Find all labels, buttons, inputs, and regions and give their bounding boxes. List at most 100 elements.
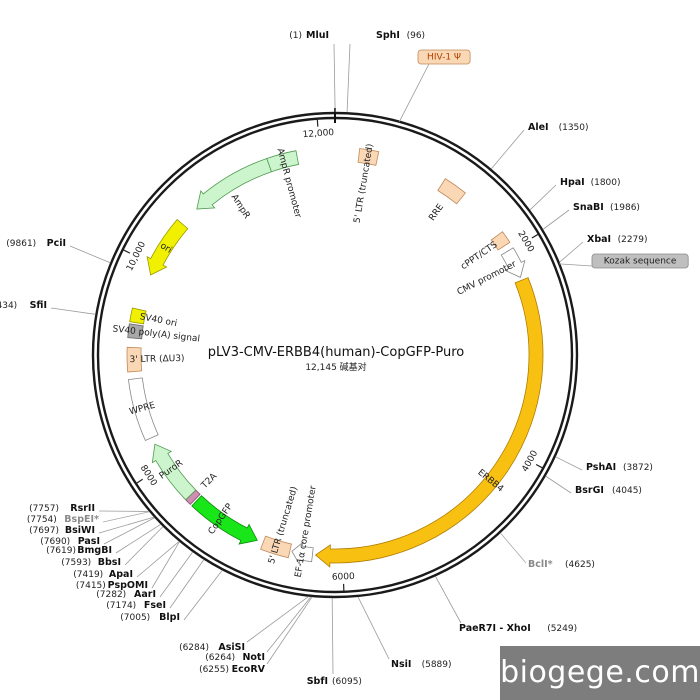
site-leader [115, 523, 161, 554]
site-position: (5249) [547, 624, 577, 634]
site-position: (7005) [120, 613, 150, 623]
feature-shape [357, 148, 380, 166]
site-position: (2279) [618, 235, 648, 245]
site-blpi: BlpI(7005) [120, 570, 223, 623]
feature-copgfp: CopGFP [191, 495, 258, 545]
site-leader [529, 184, 557, 211]
site-asisi: AsiSI(6284) [179, 596, 309, 653]
site-name: BclI* [528, 559, 553, 570]
site-aari: AarI(7282) [96, 551, 194, 600]
site-name: BspEI* [64, 514, 99, 525]
tick-mark [535, 463, 544, 469]
site-leader [183, 570, 223, 621]
site-name: BmgBI [77, 545, 112, 556]
site-name: PspOMI [108, 580, 148, 591]
plasmid-name: pLV3-CMV-ERBB4(human)-CopGFP-Puro [208, 345, 465, 360]
site-leader [555, 456, 583, 471]
site-rsrii: RsrII(7757) [29, 503, 150, 514]
site-position: (7419) [73, 570, 103, 580]
site-position: (9434) [0, 301, 17, 311]
feature-ltr3: 3' LTR (ΔU3) [126, 346, 185, 373]
feature-label: RRE [427, 202, 446, 223]
site-paer7i-xhoi: PaeR7I - XhoI (5249) [435, 576, 577, 634]
feature-wpre: WPRE [128, 377, 159, 442]
site-position: (1) [289, 31, 302, 41]
callout-box [417, 49, 471, 65]
site-name: PciI [47, 238, 66, 249]
feature-shape [314, 277, 544, 568]
feature-label: SV40 ori [139, 312, 178, 329]
site-leader [136, 541, 180, 578]
feature-shape [490, 231, 511, 251]
site-sphi: SphI(96) [346, 30, 425, 113]
site-position: (4625) [565, 560, 595, 570]
site-leader [246, 596, 309, 643]
site-position: (6095) [332, 677, 362, 687]
callout-box [591, 253, 689, 269]
site-pshai: PshAI(3872) [555, 456, 653, 473]
feature-ltr5: 5' LTR (truncated) [353, 143, 380, 224]
feature-shape [146, 218, 189, 276]
feature-callouts: HIV-1 Ψ Kozak sequence [398, 49, 689, 269]
feature-label: T2A [199, 471, 220, 492]
site-leader [159, 551, 194, 598]
site-name: PaeR7I - XhoI [459, 623, 531, 634]
site-leader [102, 511, 150, 523]
feature-label: 3' LTR (ΔU3) [129, 354, 184, 365]
feature-label: AmpR [229, 193, 252, 221]
callout-leader [559, 263, 593, 267]
site-position: (4045) [612, 486, 642, 496]
feature-shape [291, 541, 314, 566]
site-name: BbsI [98, 557, 121, 568]
site-position: (7754) [27, 515, 57, 525]
site-position: (6264) [205, 653, 235, 663]
feature-rre: RRE [427, 178, 466, 223]
site-leader [357, 596, 390, 660]
site-leader [542, 209, 570, 230]
site-leader [50, 307, 96, 315]
site-pspomi: PspOMI(7415) [76, 541, 180, 591]
site-name: AarI [134, 589, 156, 600]
site-name: BsiWI [65, 525, 95, 536]
site-position: (6255) [199, 665, 229, 675]
site-leader [98, 516, 155, 534]
site-name: PasI [78, 536, 100, 547]
site-sfii: SfiI(9434) [0, 300, 96, 315]
site-name: MluI [306, 30, 329, 41]
site-name: PshAI [586, 462, 616, 473]
site-position: (1986) [610, 203, 640, 213]
site-leader [435, 576, 462, 624]
feature-ampr: AmpR [196, 157, 272, 221]
feature-amppromo: AmpR promoter [266, 147, 303, 219]
callout-leader [398, 61, 431, 122]
site-position: (96) [407, 31, 425, 41]
site-ecorv: EcoRV(6255) [199, 596, 313, 675]
site-bmgbi: BmgBI(7619) [46, 523, 161, 556]
feature-sv40pa: SV40 poly(A) signal [112, 323, 200, 345]
site-leader [346, 43, 351, 113]
plasmid-size: 12,145 碱基对 [305, 361, 366, 373]
feature-puror: PuroR [151, 443, 197, 501]
site-name: ApaI [109, 569, 133, 580]
feature-cmv: CMV promoter [456, 247, 526, 298]
site-name: NsiI [391, 659, 411, 670]
tick-label: 4000 [521, 449, 541, 474]
site-leader [500, 532, 527, 564]
tick-label: 6000 [332, 572, 356, 583]
site-position: (7619) [46, 546, 76, 556]
site-leader [266, 596, 312, 653]
site-name: XbaI [587, 234, 611, 245]
site-leader [331, 597, 334, 675]
site-name: NotI [242, 652, 265, 663]
site-leader [124, 526, 164, 566]
callout-hiv: HIV-1 Ψ [398, 49, 471, 122]
callout-label: Kozak sequence [604, 257, 677, 267]
site-position: (9861) [6, 239, 36, 249]
feature-label: SV40 poly(A) signal [112, 324, 200, 344]
site-pcii: PciI (9861) [6, 238, 111, 264]
site-position: (7757) [29, 504, 59, 514]
feature-ori: ori [146, 218, 189, 276]
